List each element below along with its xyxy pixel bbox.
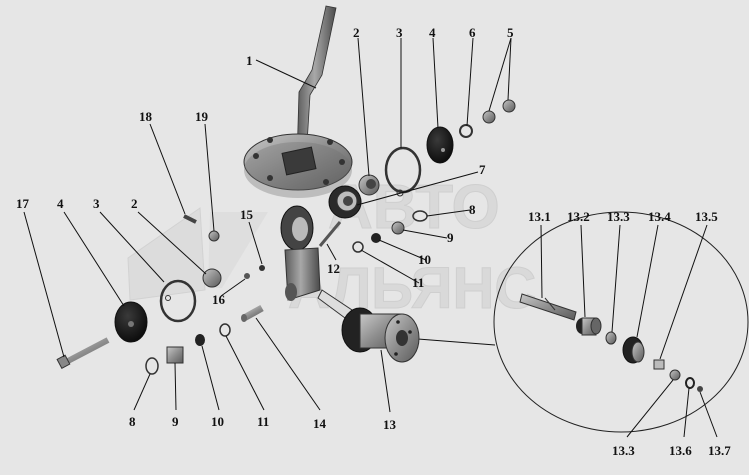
callout-13: 13 bbox=[383, 417, 397, 432]
callout-18: 18 bbox=[139, 109, 153, 124]
part-13-4-disc bbox=[622, 336, 645, 364]
part-7-bearing bbox=[328, 185, 362, 219]
part-10-washer-lower bbox=[195, 334, 205, 346]
callout-3-lower: 3 bbox=[93, 196, 100, 211]
callout-4-upper: 4 bbox=[429, 25, 436, 40]
callout-13-4: 13.4 bbox=[648, 209, 671, 224]
part-fork-yoke bbox=[280, 205, 321, 301]
detail-view-ellipse bbox=[493, 211, 749, 433]
part-11-washer-lower bbox=[219, 323, 231, 337]
part-5-nuts bbox=[482, 99, 516, 124]
callout-17: 17 bbox=[16, 196, 30, 211]
part-13-3-ring-upper bbox=[605, 331, 617, 345]
part-16-plug bbox=[244, 273, 250, 279]
callout-16: 16 bbox=[212, 292, 226, 307]
callout-6: 6 bbox=[469, 25, 476, 40]
callout-11-upper: 11 bbox=[412, 275, 424, 290]
callout-13-3-upper: 13.3 bbox=[607, 209, 630, 224]
detail-connector-line bbox=[404, 337, 496, 346]
callout-1: 1 bbox=[246, 53, 253, 68]
part-3-gasket-lower bbox=[159, 279, 197, 323]
callout-13-6: 13.6 bbox=[669, 443, 692, 458]
callout-15: 15 bbox=[240, 207, 254, 222]
part-15-plug bbox=[259, 265, 265, 271]
callout-13-2: 13.2 bbox=[567, 209, 590, 224]
callout-13-5: 13.5 bbox=[695, 209, 718, 224]
part-14-bushing bbox=[241, 304, 264, 322]
callout-4-lower: 4 bbox=[57, 196, 64, 211]
part-2-nut-lower bbox=[202, 268, 222, 288]
part-9-nut-lower bbox=[166, 346, 184, 364]
part-4-cap-lower bbox=[114, 301, 148, 343]
part-11-washer-upper bbox=[352, 241, 364, 253]
callout-13-3-lower: 13.3 bbox=[612, 443, 635, 458]
part-18-bolt bbox=[183, 214, 197, 224]
callout-2-upper: 2 bbox=[353, 25, 360, 40]
callout-8-upper: 8 bbox=[469, 202, 476, 217]
callout-11-lower: 11 bbox=[257, 414, 269, 429]
callout-9-upper: 9 bbox=[447, 230, 454, 245]
callout-10-upper: 10 bbox=[418, 252, 431, 267]
part-17-long-bolt bbox=[56, 337, 110, 369]
leader-lines bbox=[23, 37, 718, 438]
part-13-7-nut bbox=[697, 386, 703, 392]
part-13-housing bbox=[317, 289, 420, 363]
part-13-5-spacer bbox=[653, 359, 665, 370]
part-8-ring-lower bbox=[145, 357, 159, 375]
part-6-washer bbox=[459, 124, 473, 138]
part-4-cap-upper bbox=[426, 126, 454, 164]
part-10-washer-upper bbox=[371, 233, 381, 243]
part-12-pin bbox=[318, 221, 342, 247]
callout-3-upper: 3 bbox=[396, 25, 403, 40]
callout-12: 12 bbox=[327, 261, 340, 276]
callout-5: 5 bbox=[507, 25, 514, 40]
callout-13-1: 13.1 bbox=[528, 209, 551, 224]
part-13-6-washer bbox=[685, 377, 695, 389]
callout-10-lower: 10 bbox=[211, 414, 224, 429]
callout-13-7: 13.7 bbox=[708, 443, 731, 458]
part-9-nut-upper bbox=[391, 221, 405, 235]
part-19-nut bbox=[208, 230, 220, 242]
part-13-2-sleeve bbox=[576, 317, 602, 336]
callout-9-lower: 9 bbox=[172, 414, 179, 429]
callout-2-lower: 2 bbox=[131, 196, 138, 211]
callout-14: 14 bbox=[313, 416, 327, 431]
part-13-3-ring-lower bbox=[669, 369, 681, 381]
part-13-1-shaft bbox=[519, 293, 577, 321]
part-2-nut-upper bbox=[358, 174, 380, 196]
callout-7: 7 bbox=[479, 162, 486, 177]
part-1-lever bbox=[243, 5, 353, 198]
callout-8-lower: 8 bbox=[129, 414, 136, 429]
callout-19: 19 bbox=[195, 109, 209, 124]
